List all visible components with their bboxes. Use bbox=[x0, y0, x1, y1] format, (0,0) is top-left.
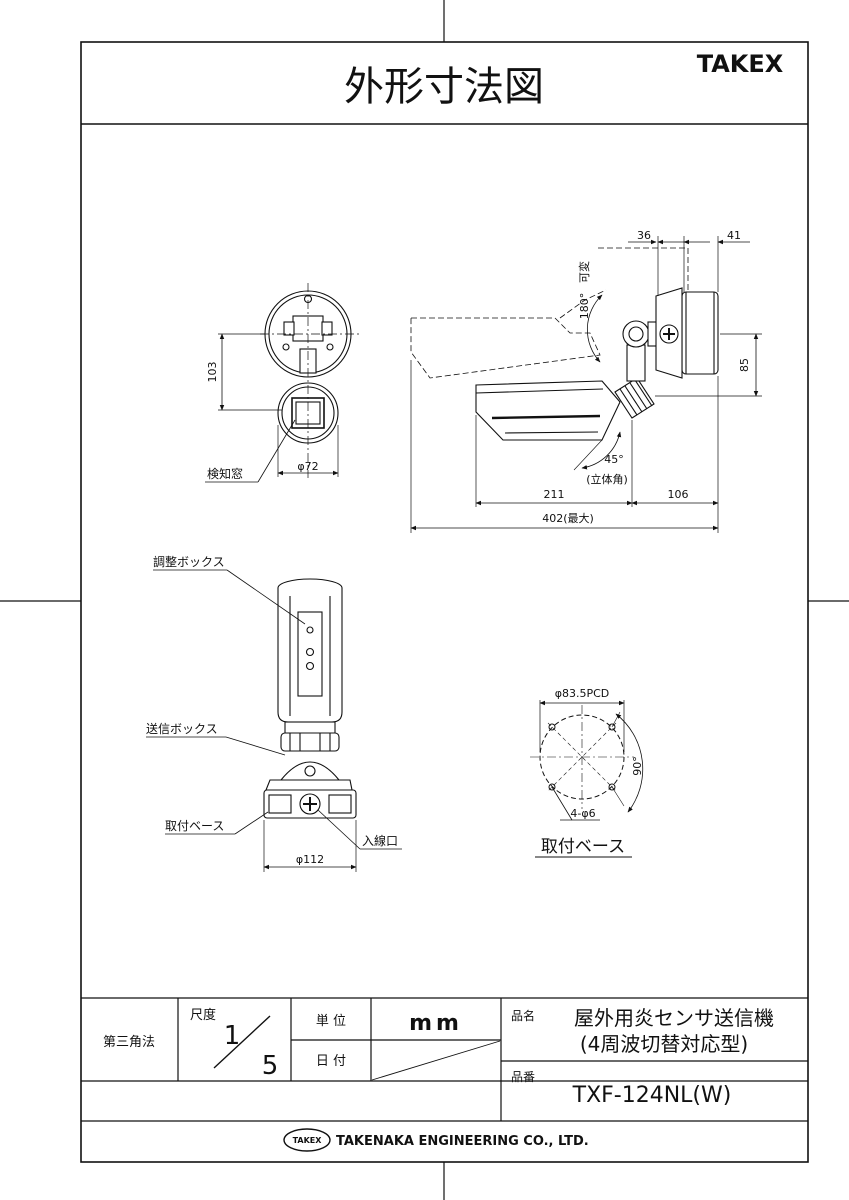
base-angle: 90° bbox=[631, 756, 644, 776]
unit-value: mm bbox=[409, 1011, 463, 1036]
base-caption: 取付ベース bbox=[541, 837, 625, 857]
angle-45-note: (立体角) bbox=[586, 472, 628, 486]
dim-41: 41 bbox=[727, 229, 741, 242]
label-cable-inlet: 入線口 bbox=[362, 833, 398, 848]
sensor-body bbox=[475, 380, 621, 441]
dim-height-103: 103 bbox=[206, 362, 219, 383]
dim-211: 211 bbox=[544, 488, 565, 501]
base-view bbox=[530, 700, 644, 858]
company-name: TAKENAKA ENGINEERING CO., LTD. bbox=[336, 1134, 589, 1149]
dim-dia-72: φ72 bbox=[297, 460, 318, 473]
swivel-nut bbox=[614, 377, 655, 419]
phantom-rotated-sensor bbox=[410, 317, 601, 379]
unit-label: 単 位 bbox=[316, 1013, 346, 1029]
dim-total-402: 402(最大) bbox=[542, 511, 594, 525]
product-name-line2: (4周波切替対応型) bbox=[580, 1032, 748, 1056]
product-name-label: 品名 bbox=[511, 1008, 535, 1023]
label-transmit-box: 送信ボックス bbox=[146, 721, 218, 736]
page-title: 外形寸法図 bbox=[344, 64, 544, 110]
base-holes: 4-φ6 bbox=[570, 807, 595, 820]
wall-base bbox=[681, 291, 719, 375]
label-detection-window: 検知窓 bbox=[207, 466, 243, 481]
projection-method: 第三角法 bbox=[103, 1035, 155, 1050]
angle-45: 45° bbox=[604, 453, 624, 466]
label-adjust-box: 調整ボックス bbox=[153, 554, 225, 569]
side-view bbox=[410, 236, 762, 533]
rotation-label: 可変 bbox=[577, 261, 591, 283]
scale-label: 尺度 bbox=[190, 1007, 216, 1023]
adjust-box bbox=[297, 611, 323, 697]
date-label: 日 付 bbox=[316, 1054, 346, 1069]
transmit-box bbox=[265, 779, 353, 791]
dim-106: 106 bbox=[668, 488, 689, 501]
product-name-line1: 屋外用炎センサ送信機 bbox=[574, 1006, 774, 1030]
scale-denominator: 5 bbox=[262, 1051, 279, 1081]
product-number: TXF-124NL(W) bbox=[572, 1083, 732, 1108]
product-number-label: 品番 bbox=[511, 1070, 535, 1084]
sheet-border bbox=[80, 41, 809, 1163]
dim-36: 36 bbox=[637, 229, 651, 242]
dim-dia-112: φ112 bbox=[296, 853, 324, 866]
scale-numerator: 1 bbox=[224, 1021, 241, 1051]
front-view bbox=[205, 283, 360, 483]
dim-85: 85 bbox=[738, 358, 751, 372]
base-pcd: φ83.5PCD bbox=[555, 687, 610, 700]
svg-text:TAKEX: TAKEX bbox=[293, 1136, 323, 1145]
rotation-angle: 180° bbox=[578, 293, 591, 320]
brand-logo: TAKEX bbox=[697, 50, 784, 78]
company-logo: TAKEX bbox=[283, 1128, 331, 1152]
title-block bbox=[81, 997, 808, 1122]
label-mount-base: 取付ベース bbox=[165, 819, 224, 833]
bottom-view bbox=[146, 569, 402, 872]
